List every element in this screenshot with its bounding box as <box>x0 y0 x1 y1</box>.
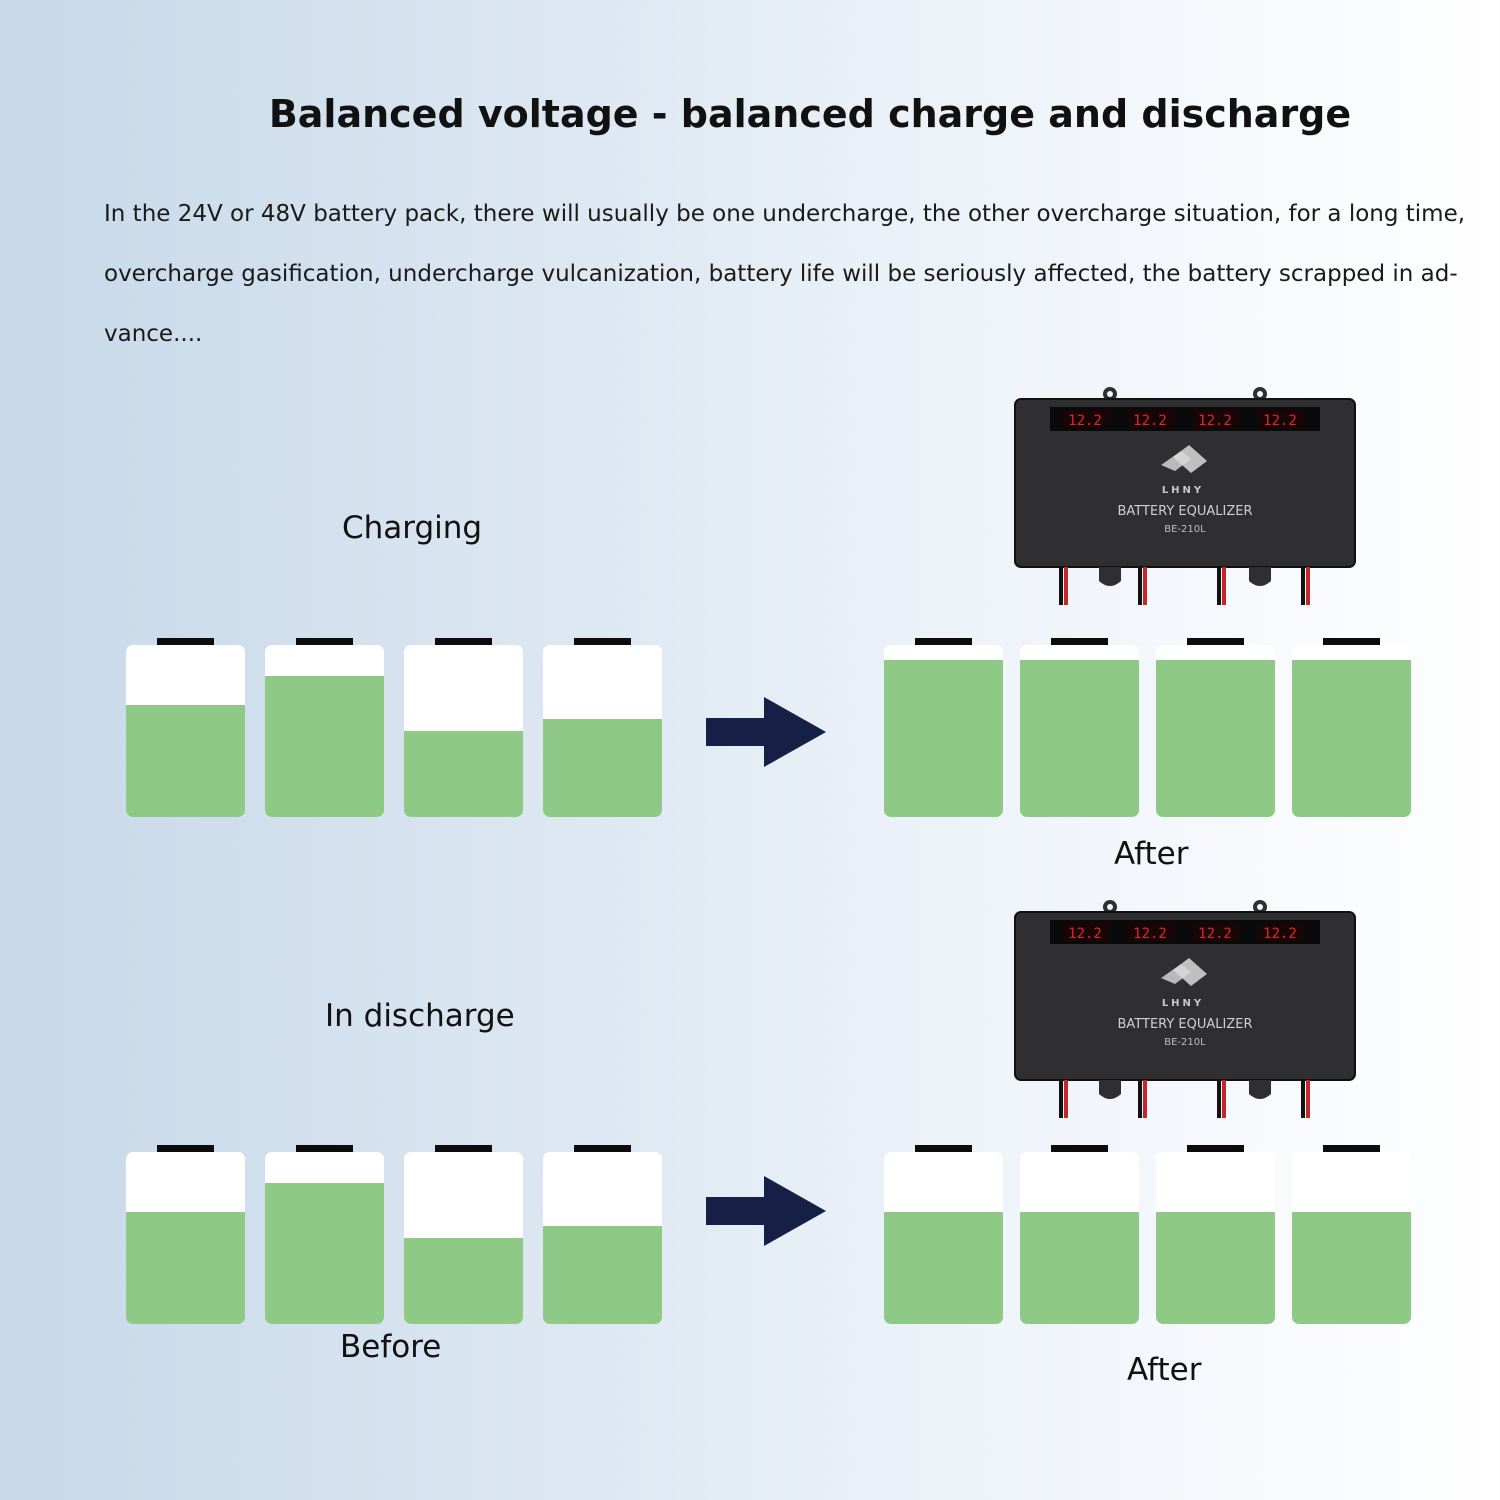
battery-terminal <box>296 1145 353 1153</box>
battery-cell <box>1020 1152 1139 1324</box>
battery-terminal <box>574 1145 631 1153</box>
battery-terminal <box>1187 638 1244 646</box>
voltage-reading: 12.2 <box>1198 926 1232 942</box>
voltage-reading: 12.2 <box>1263 926 1297 942</box>
battery-cell <box>1156 645 1275 817</box>
page-title: Balanced voltage - balanced charge and d… <box>268 92 1352 136</box>
battery-equalizer-device: 12.2 12.2 12.2 12.2 LHNY BATTERY EQUALIZ… <box>1014 900 1356 1118</box>
arrow-right-icon <box>706 697 826 767</box>
charge-level <box>1156 1212 1275 1324</box>
battery-terminal <box>1051 638 1108 646</box>
voltage-reading: 12.2 <box>1263 413 1297 429</box>
battery-terminal <box>435 638 492 646</box>
discharge-after-label: After <box>1127 1352 1202 1388</box>
charge-level <box>543 718 662 817</box>
battery-terminal <box>1323 1145 1380 1153</box>
charge-level <box>884 1212 1003 1324</box>
battery-cell <box>404 645 523 817</box>
charge-level <box>1292 660 1411 817</box>
charge-level <box>1020 660 1139 817</box>
battery-cell <box>265 645 384 817</box>
battery-terminal <box>574 638 631 646</box>
battery-terminal <box>157 1145 214 1153</box>
description-line: In the 24V or 48V battery pack, there wi… <box>104 201 1466 227</box>
charging-label: Charging <box>342 510 483 546</box>
brand-logo <box>1161 445 1207 473</box>
battery-cell <box>1292 645 1411 817</box>
discharge-label: In discharge <box>325 998 515 1034</box>
brand-name: LHNY <box>1162 998 1204 1009</box>
description-line: vance.... <box>104 321 203 347</box>
battery-terminal <box>296 638 353 646</box>
voltage-reading: 12.2 <box>1133 413 1167 429</box>
battery-cell <box>543 645 662 817</box>
device-name: BATTERY EQUALIZER <box>1117 504 1252 519</box>
arrow-right-icon <box>706 1176 826 1246</box>
battery-cell <box>543 1152 662 1324</box>
charge-level <box>543 1225 662 1324</box>
charge-level <box>404 731 523 817</box>
battery-cell <box>404 1152 523 1324</box>
battery-equalizer-device: 12.2 12.2 12.2 12.2 LHNY BATTERY EQUALIZ… <box>1014 387 1356 605</box>
charge-level <box>1020 1212 1139 1324</box>
charge-level <box>265 1182 384 1324</box>
battery-cell <box>1292 1152 1411 1324</box>
battery-terminal <box>915 1145 972 1153</box>
voltage-reading: 12.2 <box>1198 413 1232 429</box>
description: In the 24V or 48V battery pack, there wi… <box>104 184 1466 364</box>
voltage-reading: 12.2 <box>1133 926 1167 942</box>
brand-logo <box>1161 958 1207 986</box>
charge-level <box>1156 660 1275 817</box>
device-model: BE-210L <box>1164 1037 1206 1048</box>
battery-cell <box>126 1152 245 1324</box>
charge-level <box>404 1238 523 1324</box>
charging-after-label: After <box>1114 836 1189 872</box>
battery-cell <box>1020 645 1139 817</box>
battery-terminal <box>157 638 214 646</box>
device-model: BE-210L <box>1164 524 1206 535</box>
charge-level <box>884 660 1003 817</box>
battery-terminal <box>1051 1145 1108 1153</box>
device-name: BATTERY EQUALIZER <box>1117 1017 1252 1032</box>
discharge-before-label: Before <box>340 1329 442 1365</box>
battery-cell <box>884 645 1003 817</box>
brand-name: LHNY <box>1162 485 1204 496</box>
battery-terminal <box>1187 1145 1244 1153</box>
voltage-reading: 12.2 <box>1068 926 1102 942</box>
battery-terminal <box>1323 638 1380 646</box>
charge-level <box>1292 1212 1411 1324</box>
battery-cell <box>126 645 245 817</box>
battery-cell <box>884 1152 1003 1324</box>
battery-cell <box>1156 1152 1275 1324</box>
charge-level <box>126 1212 245 1324</box>
battery-terminal <box>915 638 972 646</box>
voltage-reading: 12.2 <box>1068 413 1102 429</box>
battery-terminal <box>435 1145 492 1153</box>
charge-level <box>265 675 384 817</box>
charge-level <box>126 705 245 817</box>
description-line: overcharge gasification, undercharge vul… <box>104 261 1458 287</box>
battery-cell <box>265 1152 384 1324</box>
